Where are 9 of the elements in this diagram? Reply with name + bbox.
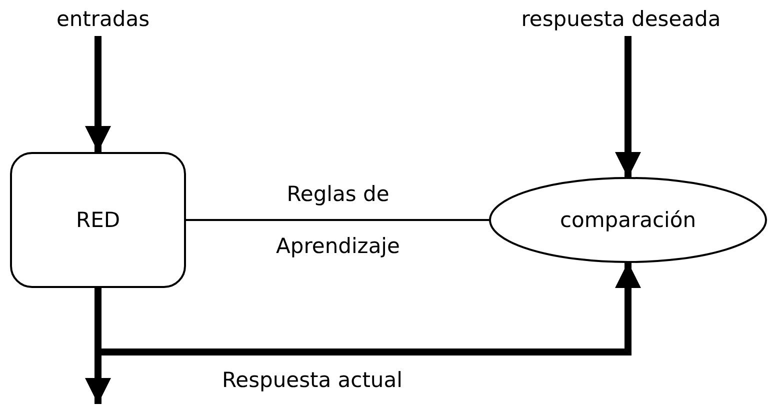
hollow-arrow <box>615 36 641 178</box>
input-label: respuesta deseada <box>521 7 721 31</box>
node-label: RED <box>76 208 120 232</box>
hollow-arrow <box>85 36 111 152</box>
process-box <box>10 152 186 288</box>
output-label: Respuesta actual <box>222 368 402 392</box>
node-label: comparación <box>560 208 696 232</box>
input-label: entradas <box>56 7 150 31</box>
edge-label: Reglas de Aprendizaje <box>275 181 401 260</box>
